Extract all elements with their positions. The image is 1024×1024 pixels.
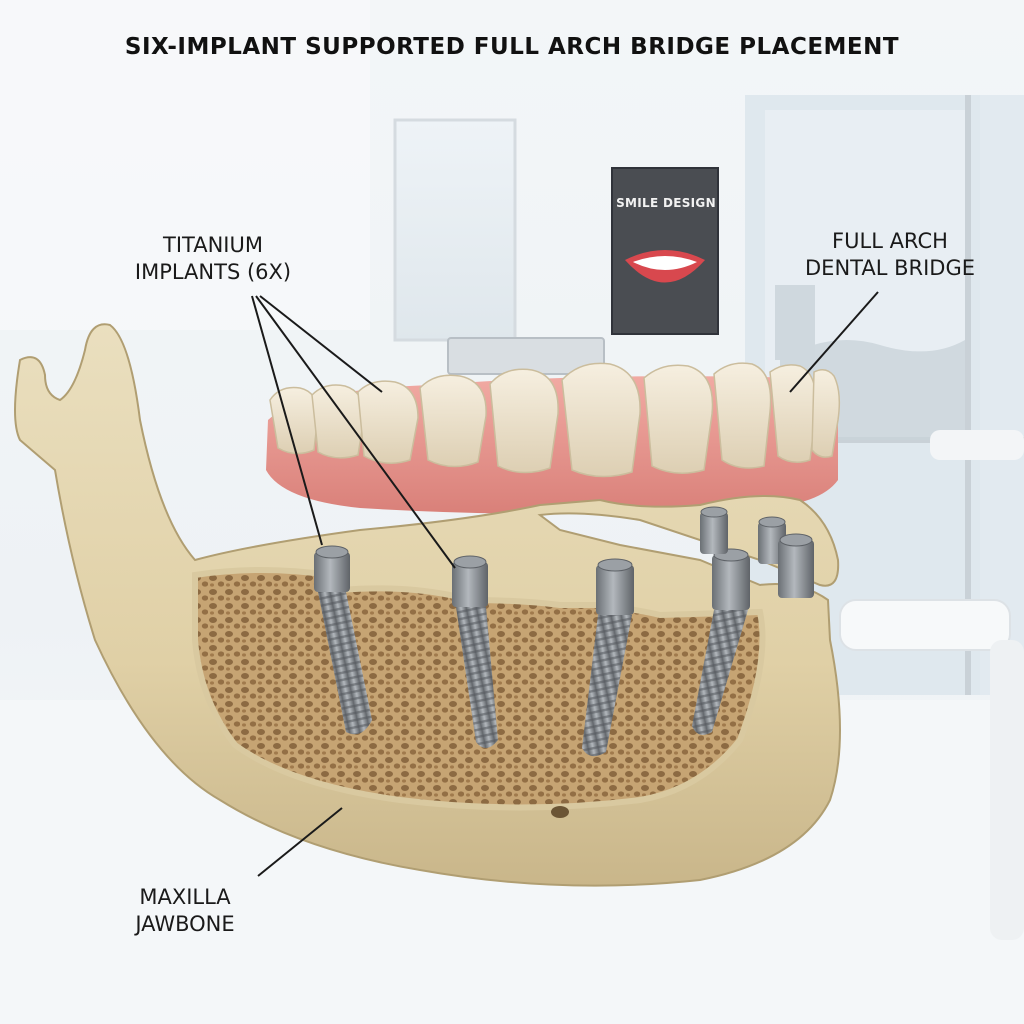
leader-implant-c: [259, 295, 383, 393]
leader-implant-a: [251, 295, 323, 546]
label-titanium-implants: TITANIUM IMPLANTS (6X): [118, 232, 308, 286]
implant-4: [692, 548, 750, 735]
smile-design-poster: [611, 167, 719, 335]
implant-5: [700, 506, 786, 564]
full-arch-bridge: [266, 362, 841, 514]
leader-bridge: [789, 291, 879, 393]
poster-caption: SMILE DESIGN: [616, 196, 716, 210]
label-bridge-line-2: DENTAL BRIDGE: [805, 256, 975, 280]
implant-3: [582, 558, 634, 757]
label-implants-line-1: TITANIUM: [163, 233, 263, 257]
leader-jawbone: [257, 807, 343, 877]
implant-2: [452, 555, 498, 749]
titanium-implants: [314, 506, 814, 757]
label-jawbone-line-2: JAWBONE: [135, 912, 235, 936]
label-maxilla-jawbone: MAXILLA JAWBONE: [100, 884, 270, 938]
back-window: [393, 118, 517, 342]
label-implants-line-2: IMPLANTS (6X): [134, 260, 292, 284]
label-dental-bridge: FULL ARCH DENTAL BRIDGE: [790, 228, 990, 282]
leader-implant-b: [255, 295, 456, 569]
label-jawbone-line-1: MAXILLA: [139, 885, 231, 909]
implant-6: [778, 533, 814, 598]
diagram-title: SIX-IMPLANT SUPPORTED FULL ARCH BRIDGE P…: [124, 34, 900, 60]
implant-1: [314, 545, 372, 735]
leader-lines: [251, 291, 879, 877]
label-bridge-line-1: FULL ARCH: [832, 229, 948, 253]
